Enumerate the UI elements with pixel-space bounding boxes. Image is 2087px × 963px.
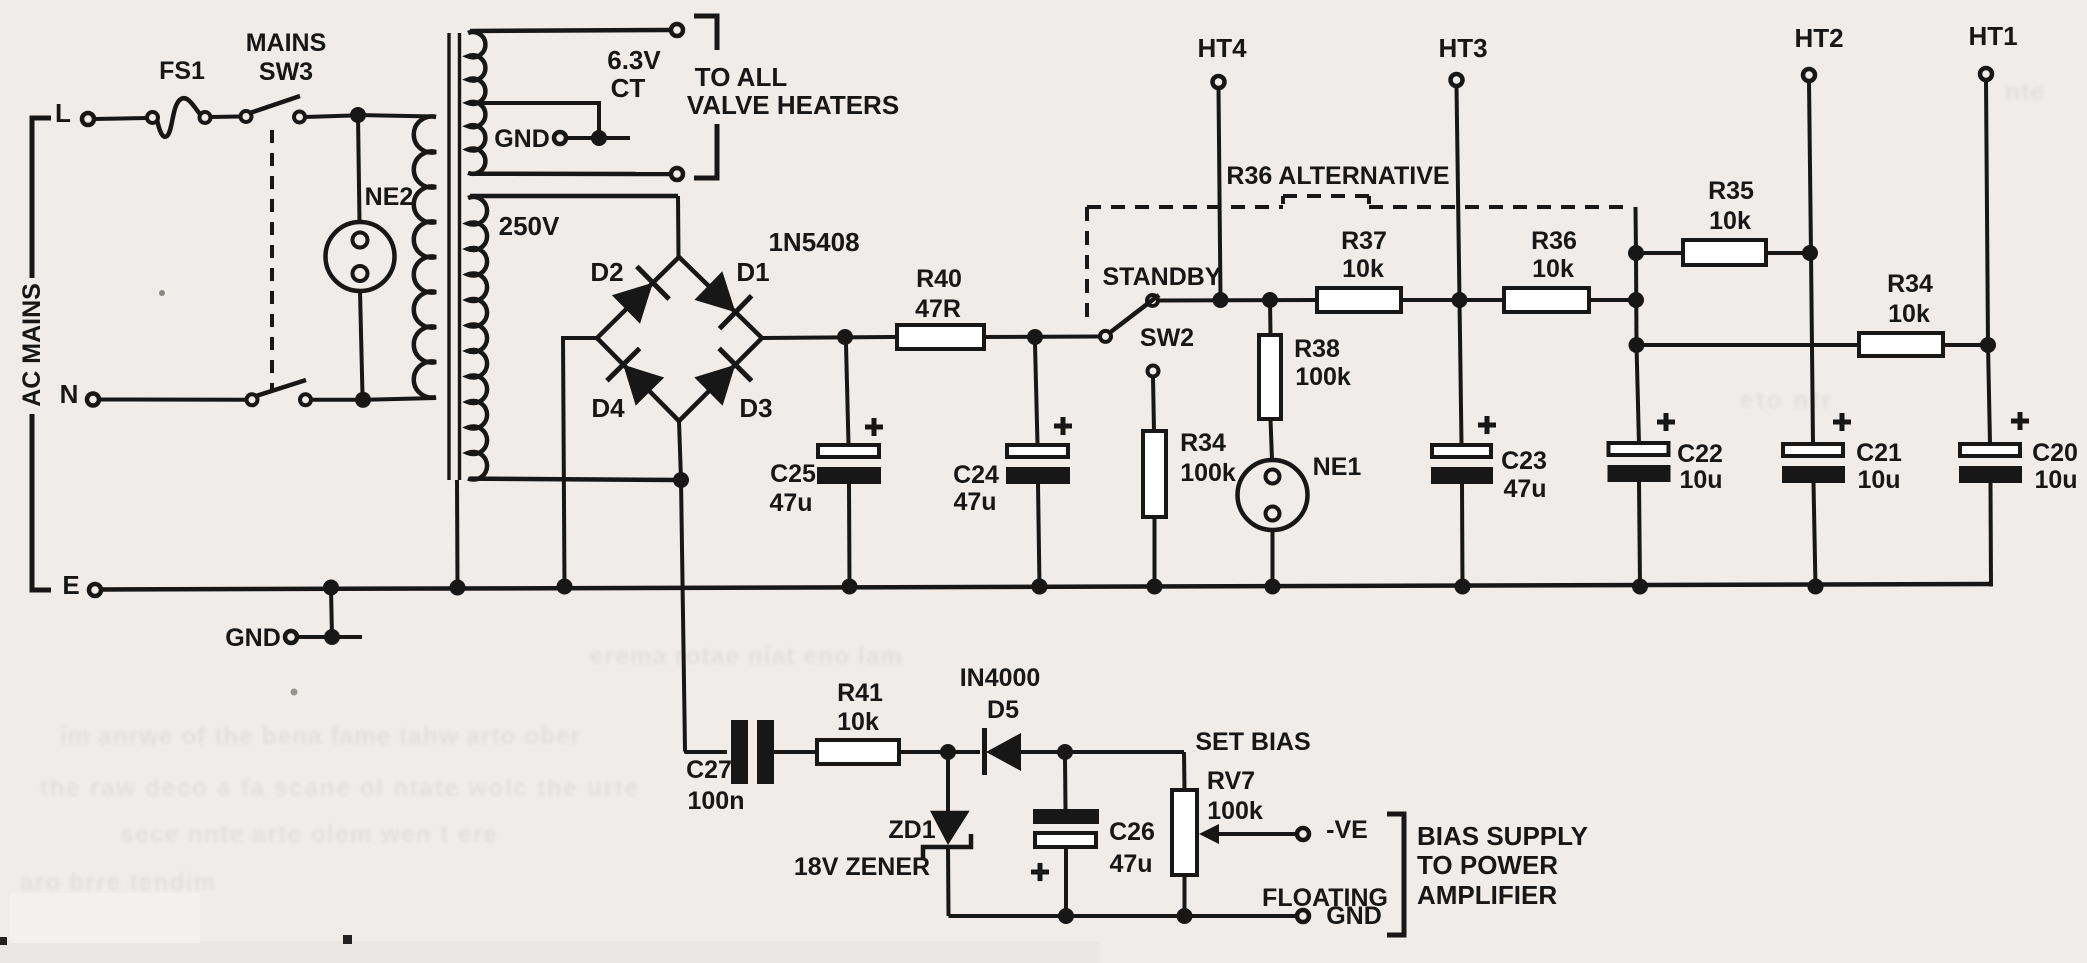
svg-text:R41: R41 bbox=[837, 679, 883, 707]
svg-text:10k: 10k bbox=[1888, 300, 1930, 328]
svg-text:10k: 10k bbox=[1532, 255, 1574, 283]
svg-text:R37: R37 bbox=[1341, 227, 1387, 255]
svg-text:6.3V: 6.3V bbox=[607, 45, 661, 75]
svg-text:C23: C23 bbox=[1501, 447, 1547, 475]
svg-text:NE1: NE1 bbox=[1313, 453, 1362, 481]
svg-text:10u: 10u bbox=[1857, 466, 1900, 494]
svg-text:250V: 250V bbox=[499, 211, 560, 241]
svg-text:10k: 10k bbox=[1709, 207, 1751, 235]
svg-text:MAINS: MAINS bbox=[246, 29, 327, 57]
svg-text:C25: C25 bbox=[770, 460, 816, 488]
svg-text:sece nnte arte olem wen t ere: sece nnte arte olem wen t ere bbox=[120, 821, 497, 848]
svg-text:erema rotae niat eno lam: erema rotae niat eno lam bbox=[590, 643, 902, 670]
svg-text:R36 ALTERNATIVE: R36 ALTERNATIVE bbox=[1226, 162, 1449, 190]
svg-text:C27: C27 bbox=[686, 756, 732, 784]
svg-text:TO ALL: TO ALL bbox=[695, 62, 788, 92]
svg-text:C26: C26 bbox=[1109, 818, 1155, 846]
svg-text:GND: GND bbox=[1326, 902, 1382, 930]
svg-text:GND: GND bbox=[494, 125, 550, 153]
svg-text:D1: D1 bbox=[736, 257, 769, 287]
svg-text:SET BIAS: SET BIAS bbox=[1195, 728, 1310, 756]
svg-text:100k: 100k bbox=[1180, 459, 1236, 487]
svg-text:im anrwe of the bena fame tahw: im anrwe of the bena fame tahw arto ober bbox=[60, 723, 580, 750]
svg-text:GND: GND bbox=[225, 624, 281, 652]
svg-text:RV7: RV7 bbox=[1207, 767, 1255, 795]
svg-text:47u: 47u bbox=[953, 488, 996, 516]
svg-text:eto ntr: eto ntr bbox=[1740, 387, 1831, 414]
svg-text:CT: CT bbox=[611, 73, 646, 103]
svg-text:HT4: HT4 bbox=[1197, 33, 1247, 63]
svg-text:-VE: -VE bbox=[1326, 816, 1368, 844]
svg-text:TO POWER: TO POWER bbox=[1417, 850, 1558, 880]
svg-text:47u: 47u bbox=[1109, 850, 1152, 878]
svg-text:47u: 47u bbox=[769, 489, 812, 517]
svg-text:N: N bbox=[60, 379, 79, 409]
svg-text:ZD1: ZD1 bbox=[888, 816, 935, 844]
svg-text:47u: 47u bbox=[1503, 475, 1546, 503]
svg-text:D3: D3 bbox=[739, 393, 772, 423]
svg-text:STANDBY: STANDBY bbox=[1103, 263, 1222, 291]
svg-text:R40: R40 bbox=[916, 265, 962, 293]
svg-text:10k: 10k bbox=[1342, 255, 1384, 283]
svg-text:FLOATING: FLOATING bbox=[1262, 884, 1388, 912]
svg-text:D2: D2 bbox=[590, 257, 623, 287]
svg-text:100n: 100n bbox=[688, 787, 745, 815]
svg-text:SW2: SW2 bbox=[1140, 324, 1194, 352]
svg-text:R34: R34 bbox=[1180, 429, 1226, 457]
svg-text:10u: 10u bbox=[2034, 466, 2077, 494]
svg-text:C22: C22 bbox=[1677, 440, 1723, 468]
svg-text:aro brre tendim: aro brre tendim bbox=[20, 869, 215, 896]
svg-text:L: L bbox=[55, 98, 71, 128]
svg-text:10k: 10k bbox=[837, 708, 879, 736]
svg-text:BIAS SUPPLY: BIAS SUPPLY bbox=[1417, 821, 1588, 851]
svg-text:HT3: HT3 bbox=[1438, 33, 1487, 63]
svg-text:100k: 100k bbox=[1295, 363, 1351, 391]
svg-text:D5: D5 bbox=[987, 696, 1019, 724]
svg-text:FS1: FS1 bbox=[159, 57, 205, 85]
svg-text:C24: C24 bbox=[953, 461, 999, 489]
svg-text:R36: R36 bbox=[1531, 227, 1577, 255]
svg-text:AMPLIFIER: AMPLIFIER bbox=[1417, 880, 1557, 910]
svg-text:C21: C21 bbox=[1856, 439, 1902, 467]
svg-text:100k: 100k bbox=[1207, 797, 1263, 825]
svg-text:R34: R34 bbox=[1887, 270, 1933, 298]
svg-text:IN4000: IN4000 bbox=[960, 664, 1041, 692]
svg-text:18V ZENER: 18V ZENER bbox=[794, 853, 930, 881]
svg-text:nte: nte bbox=[2005, 79, 2044, 106]
svg-text:AC MAINS: AC MAINS bbox=[18, 283, 46, 407]
svg-text:HT1: HT1 bbox=[1968, 21, 2017, 51]
svg-text:1N5408: 1N5408 bbox=[768, 227, 859, 257]
svg-text:E: E bbox=[62, 570, 79, 600]
svg-text:R35: R35 bbox=[1708, 177, 1754, 205]
svg-text:NE2: NE2 bbox=[365, 183, 414, 211]
svg-text:47R: 47R bbox=[915, 295, 961, 323]
svg-text:D4: D4 bbox=[591, 393, 625, 423]
svg-text:R38: R38 bbox=[1294, 335, 1340, 363]
svg-text:C20: C20 bbox=[2032, 439, 2078, 467]
svg-text:HT2: HT2 bbox=[1794, 23, 1843, 53]
svg-text:SW3: SW3 bbox=[259, 58, 313, 86]
svg-text:the raw deco a fa scane ol nta: the raw deco a fa scane ol ntate wolc th… bbox=[40, 775, 638, 802]
svg-text:VALVE HEATERS: VALVE HEATERS bbox=[687, 90, 899, 120]
svg-text:10u: 10u bbox=[1679, 466, 1722, 494]
